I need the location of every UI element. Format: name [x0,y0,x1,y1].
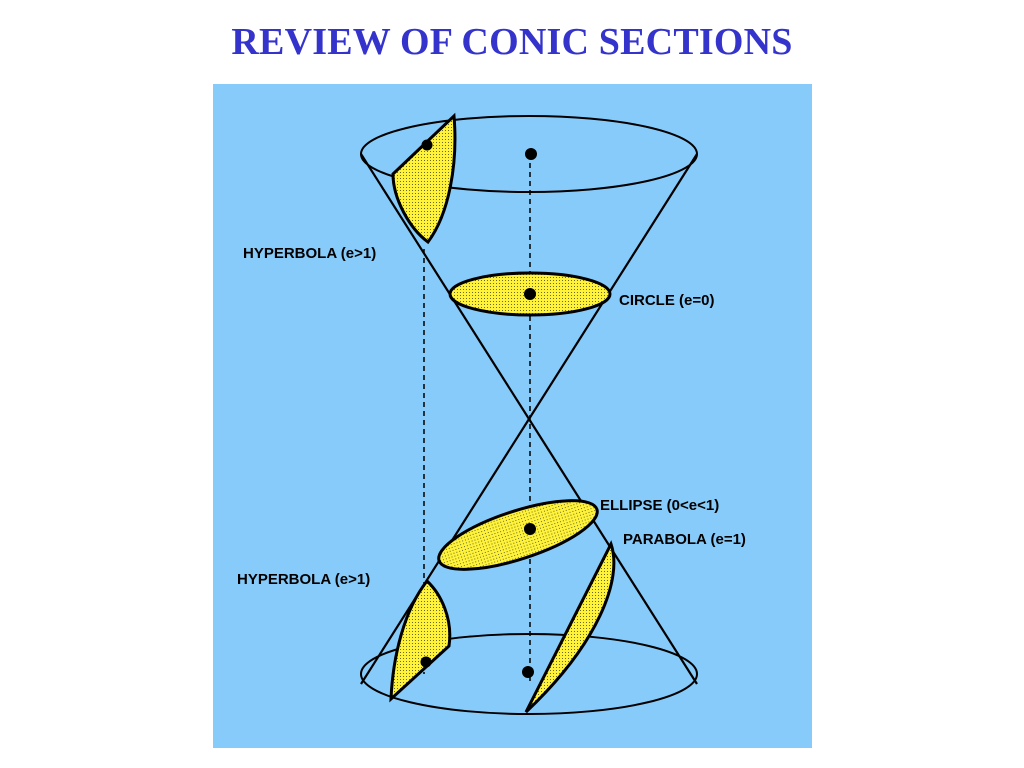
label-circle: CIRCLE (e=0) [619,292,714,309]
lower-hyperbola-dot [420,656,432,668]
slide-title: REVIEW OF CONIC SECTIONS [231,21,793,63]
lower-hyperbola-section [389,578,452,703]
top-rim [360,115,698,193]
upper-hyperbola-dot [421,139,433,151]
label-hyperbola-upper: HYPERBOLA (e>1) [243,245,376,262]
label-ellipse: ELLIPSE (0<e<1) [600,497,719,514]
top-center-dot [525,148,537,160]
cone-line-upper-right [528,153,698,420]
parabola-section [524,540,616,714]
parabola-dot [522,666,534,678]
diagram-svg: HYPERBOLA (e>1) CIRCLE (e=0) ELLIPSE (0<… [213,84,812,748]
cone-line-upper-left [360,153,530,420]
circle-center-dot [524,288,536,300]
conic-sections-diagram: HYPERBOLA (e>1) CIRCLE (e=0) ELLIPSE (0<… [213,84,812,748]
ellipse-section [437,499,599,571]
upper-hyperbola-section [391,112,457,245]
diagram-background [213,84,812,748]
label-parabola: PARABOLA (e=1) [623,531,746,548]
bottom-rim [360,633,698,715]
ellipse-center-dot [524,523,536,535]
label-hyperbola-lower: HYPERBOLA (e>1) [237,571,370,588]
